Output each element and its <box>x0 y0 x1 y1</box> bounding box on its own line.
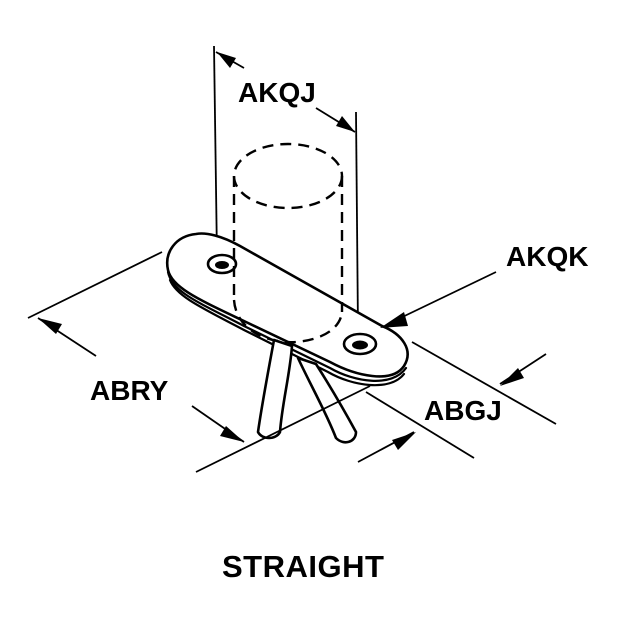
extension-line-top <box>27 251 163 319</box>
dimension-abgj <box>357 341 557 463</box>
arrowhead <box>392 432 416 450</box>
extension-line-bottom <box>365 391 475 459</box>
extension-line-top <box>411 341 557 425</box>
hole-shadow <box>352 340 368 350</box>
lamp-cylinder <box>232 142 344 344</box>
caption: STRAIGHT <box>222 549 384 584</box>
leader-line <box>391 271 497 323</box>
dimension-abry <box>27 251 371 473</box>
hole-shadow <box>215 261 229 269</box>
lead-wire-right <box>296 356 358 444</box>
label-akqk: AKQK <box>506 241 588 272</box>
extension-line-right <box>355 111 359 331</box>
lead-wires <box>256 338 358 444</box>
arrowhead <box>380 312 408 328</box>
label-akqj: AKQJ <box>238 77 316 108</box>
dimension-akqk <box>380 271 497 328</box>
arrowhead <box>217 52 236 68</box>
mounting-holes <box>206 253 378 356</box>
lead-wire-left <box>256 338 294 440</box>
label-abgj: ABGJ <box>424 395 502 426</box>
arrowhead <box>220 426 244 442</box>
arrowhead <box>500 368 524 386</box>
dimension-akqj <box>213 45 359 331</box>
arrowhead <box>38 318 62 334</box>
label-abry: ABRY <box>90 375 169 406</box>
arrowhead <box>336 116 355 132</box>
cylinder-bottom <box>232 299 344 344</box>
extension-line-left <box>213 45 218 259</box>
extension-line-bottom <box>195 385 371 473</box>
